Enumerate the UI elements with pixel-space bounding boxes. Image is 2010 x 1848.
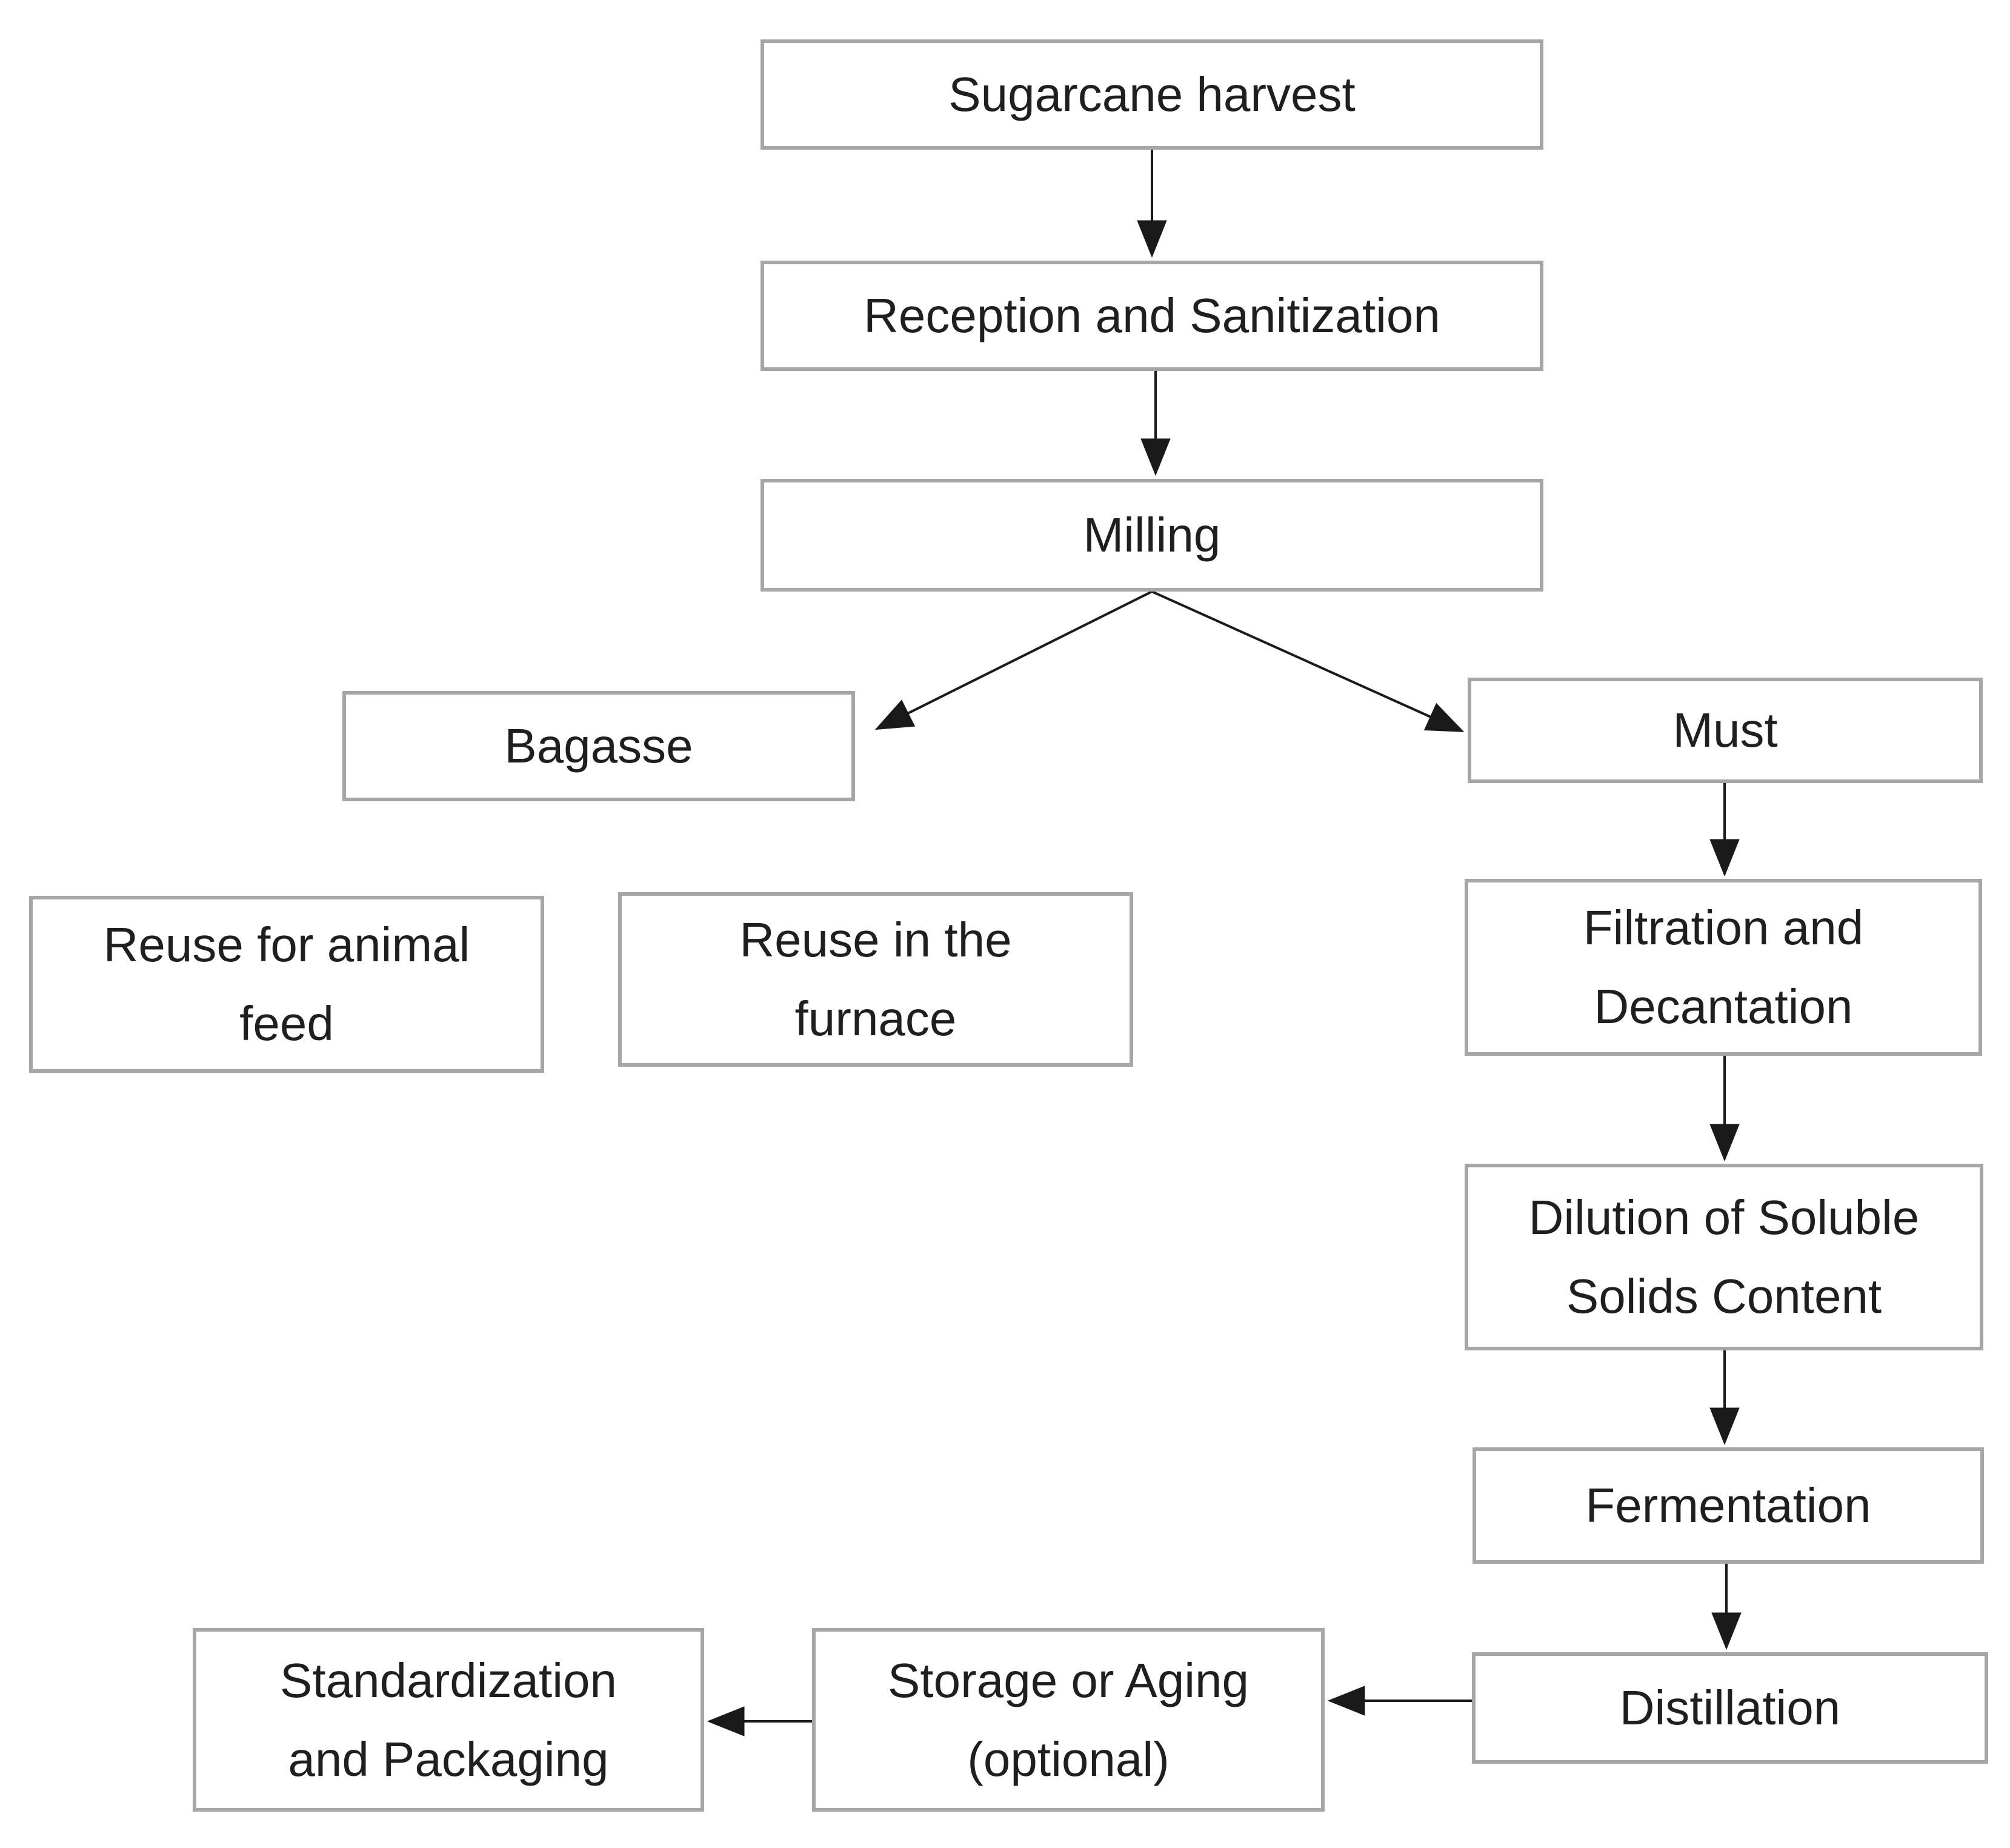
node-label: Reuse in the [739, 913, 1012, 967]
node-label: Reuse for animal [103, 918, 470, 972]
node-reuse-animal-feed: Reuse for animal feed [29, 896, 544, 1073]
node-label: Dilution of Soluble [1528, 1190, 1920, 1245]
edge-milling-to-bagasse [874, 590, 1153, 730]
node-label: Solids Content [1566, 1269, 1882, 1323]
node-distillation: Distillation [1472, 1652, 1988, 1764]
node-label: Decantation [1594, 979, 1853, 1033]
node-label: Reception and Sanitization [864, 289, 1440, 343]
node-standardization-packaging: Standardization and Packaging [193, 1628, 704, 1812]
node-label: Distillation [1619, 1681, 1841, 1735]
node-label: Standardization [280, 1653, 617, 1707]
node-sugarcane-harvest: Sugarcane harvest [760, 39, 1543, 150]
node-filtration-decantation: Filtration and Decantation [1465, 879, 1982, 1056]
node-label: Fermentation [1585, 1478, 1871, 1533]
node-dilution-soluble-solids: Dilution of Soluble Solids Content [1465, 1164, 1983, 1350]
node-label: and Packaging [288, 1732, 609, 1786]
node-label: Storage or Aging [888, 1653, 1249, 1707]
node-label: Sugarcane harvest [948, 67, 1356, 122]
node-milling: Milling [760, 479, 1543, 592]
node-must: Must [1468, 678, 1983, 783]
node-storage-aging: Storage or Aging (optional) [812, 1628, 1325, 1812]
node-label: furnace [794, 992, 957, 1046]
node-label: Must [1672, 703, 1778, 758]
node-label: (optional) [967, 1732, 1170, 1786]
node-fermentation: Fermentation [1473, 1447, 1984, 1564]
node-bagasse: Bagasse [342, 691, 855, 801]
node-reception-sanitization: Reception and Sanitization [760, 261, 1543, 371]
node-label: Milling [1083, 508, 1221, 562]
node-reuse-furnace: Reuse in the furnace [618, 892, 1133, 1067]
node-label: Filtration and [1583, 901, 1864, 955]
node-label: Bagasse [504, 719, 693, 773]
edge-milling-to-must [1151, 590, 1465, 732]
node-label: feed [239, 996, 334, 1050]
